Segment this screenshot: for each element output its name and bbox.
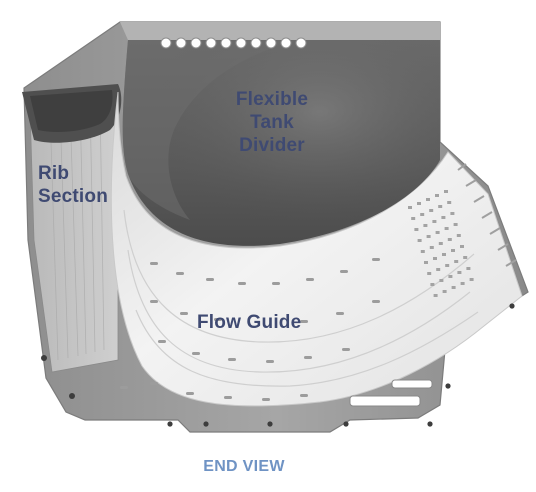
perforation-hole bbox=[429, 246, 434, 249]
perforation-hole bbox=[424, 261, 428, 264]
perforation-hole bbox=[438, 242, 443, 245]
perforation-hole bbox=[442, 253, 446, 256]
perforation-hole bbox=[445, 264, 450, 267]
perforation-hole bbox=[436, 268, 441, 271]
perforation-hole bbox=[453, 223, 458, 226]
divider-fold bbox=[122, 40, 300, 220]
perforation-hole bbox=[417, 239, 422, 242]
perforation-hole bbox=[439, 279, 444, 282]
perforation-hole bbox=[433, 257, 437, 260]
flow-guide-bands bbox=[123, 209, 479, 387]
perforation-hole bbox=[414, 228, 419, 231]
perforation-hole bbox=[460, 282, 465, 285]
perforation-hole bbox=[423, 224, 428, 227]
perforation-hole bbox=[456, 234, 461, 237]
perforation-hole bbox=[411, 217, 416, 220]
perforation-hole bbox=[469, 278, 474, 281]
perforation-hole bbox=[450, 212, 455, 215]
rib-corrugations bbox=[49, 99, 105, 361]
hanger-holes bbox=[160, 37, 307, 49]
top-rail bbox=[120, 22, 440, 40]
rib-section-label: Rib Section bbox=[38, 162, 108, 208]
perforation-hole bbox=[433, 294, 438, 297]
divider-label-line-1: Flexible Tank bbox=[235, 89, 309, 133]
perforation-hole bbox=[435, 231, 440, 234]
perforation-hole bbox=[435, 194, 439, 197]
perforation-grid bbox=[408, 190, 474, 297]
perforation-hole bbox=[457, 271, 462, 274]
flow-guide-label: Flow Guide bbox=[197, 312, 302, 333]
perforation-hole bbox=[408, 206, 412, 209]
perforation-hole bbox=[441, 216, 446, 219]
divider-label-line-2: Divider bbox=[239, 135, 305, 156]
perforation-hole bbox=[448, 275, 453, 278]
perforation-hole bbox=[454, 260, 459, 263]
perforation-hole bbox=[426, 235, 431, 238]
perforation-hole bbox=[426, 198, 430, 201]
perforation-hole bbox=[444, 190, 448, 193]
perforation-hole bbox=[432, 220, 437, 223]
perforation-hole bbox=[466, 267, 471, 270]
perforation-hole bbox=[460, 245, 464, 248]
right-fins bbox=[457, 163, 517, 267]
perforation-hole bbox=[447, 201, 452, 204]
perforation-hole bbox=[444, 227, 449, 230]
bottom-cutouts bbox=[349, 379, 433, 407]
perforation-hole bbox=[463, 256, 468, 259]
perforation-hole bbox=[442, 290, 447, 293]
perforation-hole bbox=[451, 286, 456, 289]
rib-cap-shadow bbox=[30, 90, 113, 132]
mount-bolts bbox=[41, 303, 515, 427]
flow-guide-slots bbox=[120, 258, 380, 401]
perforation-hole bbox=[420, 213, 425, 216]
perforation-hole bbox=[430, 283, 435, 286]
rib-label-line-1: Rib bbox=[38, 163, 70, 184]
perforation-hole bbox=[438, 205, 443, 208]
flexible-tank-divider-label: Flexible Tank Divider bbox=[212, 88, 332, 157]
perforation-hole bbox=[417, 202, 421, 205]
perforation-hole bbox=[429, 209, 434, 212]
divider-highlight bbox=[122, 40, 440, 246]
perforation-hole bbox=[420, 250, 425, 253]
perforation-hole bbox=[447, 238, 452, 241]
perforation-hole bbox=[427, 272, 432, 275]
perforation-hole bbox=[451, 249, 455, 252]
rib-label-line-2: Section bbox=[38, 186, 109, 207]
end-view-caption: END VIEW bbox=[203, 458, 285, 475]
